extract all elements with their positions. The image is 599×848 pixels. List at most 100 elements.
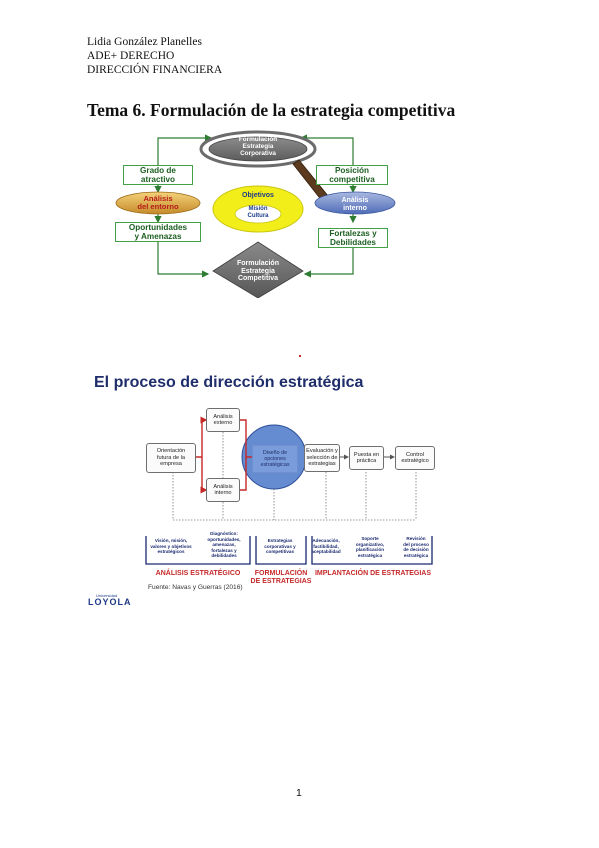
desc-line: factibilidad,: [313, 543, 339, 549]
box-line: Análisis: [213, 483, 233, 490]
strategic-process-diagram: El proceso de dirección estratégica: [88, 368, 448, 607]
box-line: competitiva: [329, 175, 375, 184]
corporate-strategy-line: Corporativa: [240, 150, 276, 157]
loyola-logo: Universidad LOYOLA: [88, 593, 132, 607]
box-line: estratégico: [401, 458, 429, 464]
posicion-competitiva-box: Posición competitiva: [316, 165, 388, 185]
analisis-interno-oval: Análisis interno: [318, 197, 392, 212]
phase-line: DE ESTRATEGIAS: [250, 578, 312, 585]
desc-line: competitivas: [265, 549, 295, 555]
box-line: Orientación: [156, 448, 186, 455]
desc-line: Visión, misión,: [154, 538, 188, 543]
desc-line: fortalezas y: [211, 547, 237, 553]
logo-text: LOYOLA: [88, 597, 132, 607]
logo-small-text: Universidad: [96, 593, 118, 598]
box-line: Grado de: [140, 166, 176, 175]
orientacion-box: Orientación futura de la empresa: [146, 443, 196, 473]
box-line: y Amenazas: [134, 232, 182, 241]
desc-line: valores y objetivos: [150, 543, 192, 549]
box-line: Posición: [334, 166, 370, 175]
desc-line: de decisión: [403, 547, 429, 553]
desc-line: estratégica: [357, 552, 383, 558]
header-author: Lidia González Planelles: [87, 36, 202, 48]
diamond-line: Competitiva: [237, 275, 279, 283]
header-subject: DIRECCIÓN FINANCIERA: [87, 64, 223, 76]
desc-line: organizativo,: [355, 541, 385, 547]
phase-line: FORMULACIÓN: [254, 570, 308, 577]
objetivos-label: Objetivos: [242, 192, 274, 199]
process-title: El proceso de dirección estratégica: [94, 374, 364, 391]
header-degree: ADE+ DERECHO: [87, 50, 175, 62]
box-line: Fortalezas y: [329, 229, 377, 238]
mision-cultura-label: Misión Cultura: [238, 206, 278, 220]
desc-line: corporativas y: [264, 543, 296, 549]
box-line: Control: [405, 451, 425, 458]
analisis-entorno-oval: Análisis del entorno: [118, 195, 198, 211]
desc-line: planificación: [355, 547, 385, 553]
control-box: Control estratégico: [395, 446, 435, 470]
strategy-formulation-diagram: Formulación Estrategia Corporativa Grado…: [113, 126, 403, 298]
box-line: opciones: [264, 455, 286, 462]
box-line: estrategias: [308, 461, 336, 468]
oportunidades-box: Oportunidades y Amenazas: [115, 222, 201, 242]
page-title: Tema 6. Formulación de la estrategia com…: [87, 100, 456, 120]
box-line: Oportunidades: [128, 223, 188, 232]
desc-vision: Visión, misión, valores y objetivos estr…: [146, 538, 196, 555]
box-line: empresa: [160, 461, 182, 468]
desc-adecuacion: Adecuación, factibilidad, aceptabilidad: [304, 538, 348, 555]
diamond-line: Formulación: [236, 260, 279, 267]
desc-line: del proceso: [403, 541, 429, 547]
diagram2-connectors: [145, 416, 433, 565]
mision-line: Misión: [248, 206, 268, 212]
box-line: Diseño de: [262, 449, 288, 456]
desc-line: estratégicos: [157, 549, 185, 555]
fortalezas-box: Fortalezas y Debilidades: [318, 228, 388, 248]
box-line: futura de la: [157, 454, 185, 461]
desc-diagnostico: Diagnóstico: oportunidades, amenazas, fo…: [200, 531, 248, 559]
desc-line: aceptabilidad: [311, 549, 341, 555]
desc-line: oportunidades,: [207, 536, 241, 542]
desc-line: Revisión: [406, 536, 426, 541]
page-number: 1: [296, 787, 302, 799]
desc-line: Diagnóstico:: [210, 531, 238, 536]
corporate-strategy-line: Formulación: [238, 136, 278, 143]
desc-line: debilidades: [211, 553, 237, 559]
desc-line: Adecuación,: [312, 538, 340, 543]
desc-line: amenazas,: [212, 542, 236, 548]
diagram1-connectors: [115, 130, 396, 298]
box-line: estratégicas: [260, 462, 290, 469]
box-line: práctica: [356, 458, 377, 464]
phase-implantacion: IMPLANTACIÓN DE ESTRATEGIAS: [314, 570, 432, 577]
box-line: atractivo: [140, 175, 176, 184]
box-line: Debilidades: [330, 238, 376, 247]
box-line: Puesta en: [353, 451, 380, 458]
phase-formulacion: FORMULACIÓN DE ESTRATEGIAS: [248, 570, 314, 586]
analisis-interno-box: Análisis interno: [206, 478, 240, 502]
diamond-line: Estrategia: [241, 267, 275, 275]
corporate-strategy-oval: Formulación Estrategia Corporativa: [213, 136, 303, 157]
box-line: interno: [214, 490, 232, 496]
box-line: Evaluación y: [306, 448, 338, 455]
desc-line: Estrategias: [267, 538, 293, 543]
competitive-strategy-diamond: Formulación Estrategia Competitiva: [218, 260, 298, 283]
desc-line: Soporte: [361, 536, 379, 541]
evaluacion-box: Evaluación y selección de estrategias: [304, 444, 340, 472]
box-line: selección de: [306, 454, 338, 461]
oval-line: Análisis: [341, 197, 369, 204]
source-note: Fuente: Navas y Guerras (2016): [148, 584, 243, 591]
desc-revision: Revisión del proceso de decisión estraté…: [394, 536, 438, 558]
oval-line: interno: [343, 204, 367, 212]
red-dot: [299, 355, 301, 357]
puesta-practica-box: Puesta en práctica: [349, 446, 384, 470]
corporate-strategy-line: Estrategia: [242, 143, 274, 150]
mision-line: Cultura: [247, 213, 269, 219]
oval-line: Análisis: [143, 194, 173, 203]
analisis-externo-box: Análisis externo: [206, 408, 240, 432]
desc-soporte: Soporte organizativo, planificación estr…: [348, 536, 392, 558]
phase-analisis: ANÁLISIS ESTRATÉGICO: [155, 570, 241, 577]
box-line: Análisis: [213, 413, 233, 420]
oval-line: del entorno: [137, 202, 179, 211]
desc-line: estratégica: [403, 552, 429, 558]
box-line: externo: [213, 420, 233, 426]
diseno-opciones-box: Diseño de opciones estratégicas: [252, 445, 298, 473]
